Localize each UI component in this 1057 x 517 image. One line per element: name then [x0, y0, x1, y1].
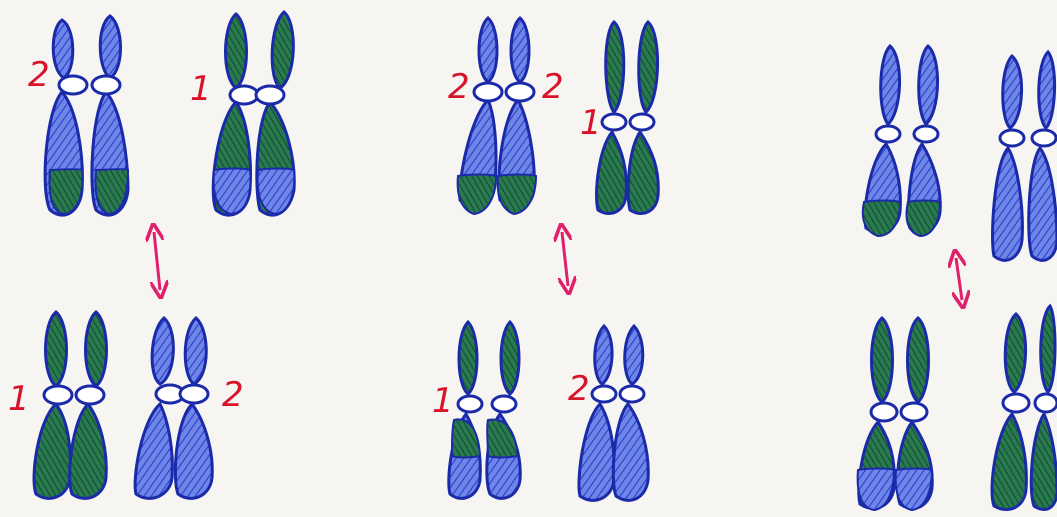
label-mid-top-a: 2 — [448, 67, 470, 107]
chromosome-pair-bottom-right: 2 — [135, 318, 244, 498]
chromatid — [45, 20, 87, 215]
panel-2: 2 2 1 — [432, 18, 658, 500]
double-headed-arrow-icon — [956, 258, 962, 300]
chromosome-pair-bottom-right: 2 — [568, 326, 648, 500]
chromatid — [907, 46, 941, 236]
chromosome-pair-bottom-left: 1 — [432, 322, 520, 498]
chromosome-pair-top-right — [993, 52, 1057, 260]
label-top-left-1: 2 — [28, 55, 50, 95]
panel-1: 2 1 — [8, 12, 294, 498]
chromatid — [70, 312, 107, 498]
chromatid — [458, 18, 502, 214]
chromosome-pair-top-left: 2 — [28, 16, 128, 215]
chromosome-pair-bottom-left: 1 — [8, 312, 107, 498]
chromatid — [487, 322, 520, 498]
chromatid — [1031, 306, 1057, 509]
chromatid — [858, 318, 897, 510]
chromatid — [34, 312, 72, 498]
chromatid — [863, 46, 901, 236]
chromatid — [579, 326, 616, 500]
chromosome-pair-top-right: 1 — [580, 22, 658, 214]
chromatid — [628, 22, 658, 214]
chromatid — [256, 12, 294, 215]
chromatid — [613, 326, 648, 500]
chromatid — [992, 314, 1029, 509]
label-mid-bottom-b: 2 — [568, 369, 590, 409]
label-bottom-left-1: 1 — [8, 379, 30, 419]
label-mid-top-c: 1 — [580, 103, 602, 143]
double-headed-arrow-icon — [562, 232, 568, 286]
chromatid — [1029, 52, 1057, 260]
chromatid — [92, 16, 128, 215]
chromosome-pair-bottom-right — [992, 306, 1057, 509]
chromosome-pair-top-left — [863, 46, 940, 236]
chromosome-pair-top-left: 2 2 — [448, 18, 564, 214]
chromatid — [498, 18, 536, 214]
chromatid — [896, 318, 933, 510]
label-top-right-1: 1 — [190, 69, 212, 109]
chromatid — [449, 322, 482, 498]
panel-3 — [858, 46, 1057, 510]
chromatid — [993, 56, 1024, 260]
label-bottom-right-1: 2 — [222, 375, 244, 415]
chromosome-pair-top-right: 1 — [190, 12, 294, 215]
chromatid — [175, 318, 212, 498]
chromosome-pair-bottom-left — [858, 318, 933, 510]
label-mid-bottom-a: 1 — [432, 381, 454, 421]
chromatid — [213, 14, 258, 215]
double-headed-arrow-icon — [154, 232, 160, 290]
label-mid-top-b: 2 — [542, 67, 564, 107]
